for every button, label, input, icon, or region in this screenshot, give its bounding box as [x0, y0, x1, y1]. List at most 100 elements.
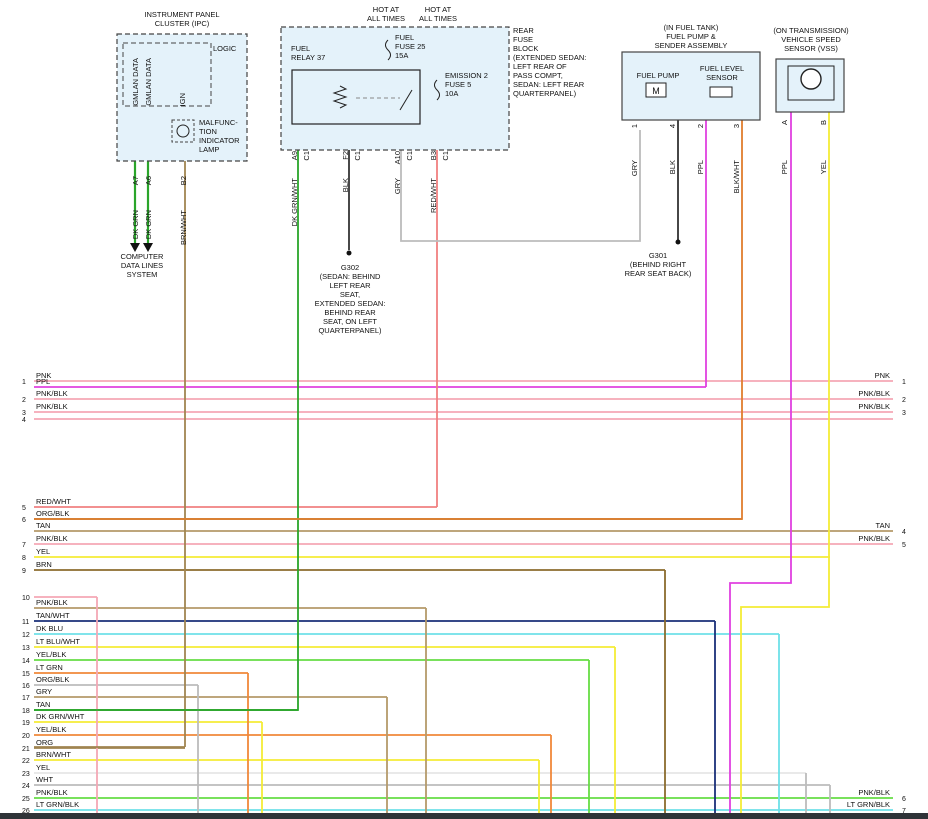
fuse-block-wire-label: BLK — [341, 178, 350, 192]
harness-wire-label: LT BLU/WHT — [36, 637, 80, 646]
ipc-pin-label: A7 — [131, 176, 140, 185]
ipc-mil-label: TION — [199, 127, 217, 136]
ipc-gmlan-label: GMLAN DATA — [131, 58, 140, 106]
fuse-block-pin-label: F2 — [341, 151, 350, 160]
harness-row-number: 11 — [22, 619, 29, 626]
harness-right-label: PNK/BLK — [858, 788, 890, 797]
harness-wire-label: ORG — [36, 738, 53, 747]
harness-wire-label: LT BLU/BLK — [36, 0, 77, 2]
fuse-label: EMISSION 2 — [445, 71, 488, 80]
harness-wire-label: RED/WHT — [36, 497, 71, 506]
harness-right-label: TAN — [876, 521, 890, 530]
fuel-pump-pin-label: 4 — [668, 124, 677, 128]
vss-inner-box — [787, 65, 835, 101]
fuel-pump-title: FUEL PUMP & — [666, 32, 716, 41]
fuse-label: FUSE 5 — [445, 80, 471, 89]
harness-wire-label: PNK/BLK — [36, 788, 68, 797]
fuel-pump-title: SENDER ASSEMBLY — [655, 41, 728, 50]
fuel-pump-pin-label: 2 — [696, 124, 705, 128]
ipc-pin-label: A6 — [144, 176, 153, 185]
harness-wire-label: YEL/BLK — [36, 650, 66, 659]
wire-layer — [34, 28, 893, 813]
ipc-mil-label: INDICATOR — [199, 136, 240, 145]
fuse-label: 10A — [445, 89, 458, 98]
harness-row-number: 19 — [22, 720, 30, 727]
ipc-mil-box — [171, 119, 195, 143]
harness-right-label: PNK/BLK — [858, 402, 890, 411]
harness-wire-label: WHT — [36, 775, 53, 784]
connector-label: C1 — [405, 151, 414, 161]
harness-row-number: 23 — [22, 771, 30, 778]
fuse-block-box — [280, 26, 510, 151]
harness-wire-label: LT GRN/BLK — [36, 800, 79, 809]
fuel-level-sensor-label: SENSOR — [706, 73, 738, 82]
ground-g302-label: BEHIND REAR — [324, 308, 376, 317]
fuel-pump-relay-wire — [34, 124, 299, 711]
sensor-resistor-icon — [709, 86, 733, 98]
harness-row-number: 1 — [22, 379, 26, 386]
harness-row-number: 15 — [22, 671, 30, 678]
vss-wire-label: YEL — [819, 160, 828, 174]
hot-at-all-times-label: ALL TIMES — [367, 14, 405, 23]
vss-pin-label: A — [780, 120, 789, 125]
harness-right-label: LT BLU/BLK — [849, 0, 890, 2]
hot-at-all-times-label: HOT AT — [373, 5, 400, 14]
fuel-pump-wire-label: BLK — [668, 160, 677, 174]
harness-wire-label: TAN — [36, 700, 50, 709]
harness-right-label: PNK — [875, 371, 890, 380]
ground-g301-label: REAR SEAT BACK) — [625, 269, 692, 278]
component-layer: M — [116, 26, 845, 162]
relay-label: FUEL — [291, 44, 310, 53]
ground-g302-label: G302 — [341, 263, 359, 272]
harness-wire-label: TAN/WHT — [36, 611, 70, 620]
harness-row-number: 4 — [22, 417, 26, 424]
label-layer: PNK1PNK1PPLPNK/BLK2PNK/BLK2PNK/BLK3PNK/B… — [22, 0, 906, 815]
ipc-gmlan-label: GMLAN DATA — [144, 58, 153, 106]
vss-title: (ON TRANSMISSION) — [773, 26, 849, 35]
harness-wire-label: PNK/BLK — [36, 534, 68, 543]
ground-g302-label: LEFT REAR — [329, 281, 371, 290]
vss-low-wire — [740, 112, 830, 813]
vss-pin-label: B — [819, 120, 828, 125]
motor-icon — [645, 82, 667, 98]
fuel-pump-wire-label: GRY — [630, 160, 639, 176]
fuse-block-pin-label: B3 — [429, 151, 438, 160]
harness-right-number: 1 — [902, 379, 906, 386]
harness-wire-label: LT GRN — [36, 663, 63, 672]
ipc-wire-label: BRN/WHT — [179, 210, 188, 245]
motor-symbol: M — [652, 86, 660, 96]
bottom-scrollbar[interactable] — [0, 813, 928, 819]
fuse-block-pin-label: A10 — [393, 151, 402, 164]
harness-right-number: 7 — [902, 808, 906, 815]
harness-wire-label: PNK/BLK — [36, 389, 68, 398]
harness-right-label: PNK/BLK — [858, 389, 890, 398]
relay-switch-icon — [399, 89, 413, 111]
ipc-box — [116, 33, 248, 162]
vss-title: VEHICLE SPEED — [781, 35, 841, 44]
fuse-block-title: SEDAN: LEFT REAR — [513, 80, 585, 89]
ipc-destination-label: DATA LINES — [121, 261, 163, 270]
harness-row-number: 2 — [22, 397, 26, 404]
relay-label: RELAY 37 — [291, 53, 325, 62]
fuse-block-title: (EXTENDED SEDAN: — [513, 53, 586, 62]
harness-wire-label: YEL — [36, 763, 50, 772]
ground-g301-label: G301 — [649, 251, 667, 260]
ipc-mil-label: MALFUNC- — [199, 118, 238, 127]
fuse-block-title: BLOCK — [513, 44, 538, 53]
harness-row-number: 8 — [22, 555, 26, 562]
pump-feed-wire — [400, 124, 641, 242]
fuel-pump-box — [621, 51, 761, 121]
vss-rotor-icon — [800, 68, 822, 90]
harness-wire-label: ORG/BLK — [36, 509, 69, 518]
fuse25-icon — [385, 39, 391, 61]
ipc-logic-label: LOGIC — [213, 44, 237, 53]
fuse-block-title: REAR — [513, 26, 534, 35]
harness-row-number: 27 — [22, 0, 30, 2]
fuel-pump-wire-label: BLK/WHT — [732, 160, 741, 194]
harness-wire-label: PNK/BLK — [36, 402, 68, 411]
fuse-block-title: LEFT REAR OF — [513, 62, 567, 71]
ipc-ign-label: IGN — [178, 93, 187, 106]
fuse-block-title: FUSE — [513, 35, 533, 44]
harness-right-number: 2 — [902, 397, 906, 404]
fuse-block-wire-label: GRY — [393, 178, 402, 194]
